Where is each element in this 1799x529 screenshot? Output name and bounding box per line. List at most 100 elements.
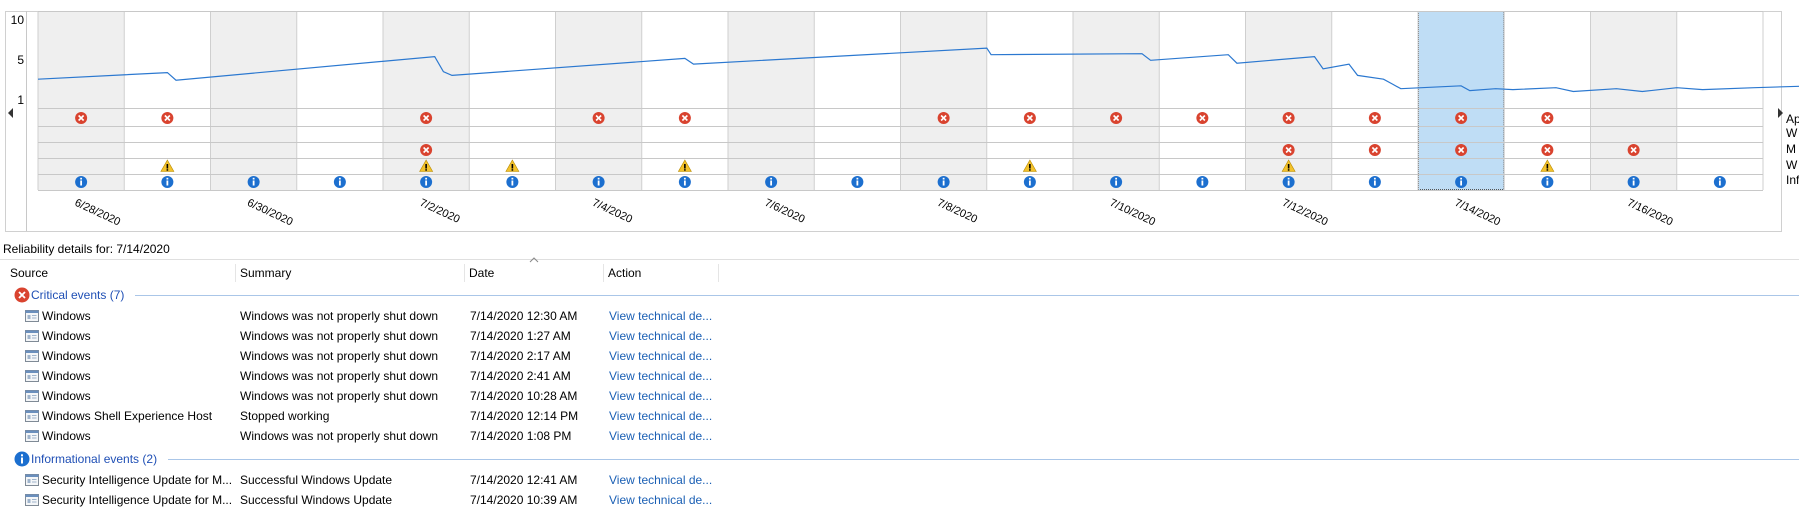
event-source-icon xyxy=(25,410,39,422)
info-icon[interactable] xyxy=(1023,176,1036,188)
info-icon[interactable] xyxy=(765,176,778,188)
view-technical-details-link[interactable]: View technical de... xyxy=(609,429,713,443)
y-tick-label: 1 xyxy=(17,93,24,107)
error-icon[interactable] xyxy=(1455,112,1468,124)
view-technical-details-link[interactable]: View technical de... xyxy=(609,409,713,423)
info-icon[interactable] xyxy=(75,176,88,188)
triangle-right-icon[interactable] xyxy=(1778,108,1783,118)
column-header-date[interactable]: Date xyxy=(465,264,604,282)
error-icon[interactable] xyxy=(1110,112,1123,124)
warning-icon[interactable] xyxy=(160,159,175,172)
summary-cell: Windows was not properly shut down xyxy=(240,329,439,343)
stability-index-line xyxy=(37,47,1799,93)
error-icon[interactable] xyxy=(1023,112,1036,124)
view-technical-details-link[interactable]: View technical de... xyxy=(609,349,713,363)
error-icon[interactable] xyxy=(1541,144,1554,156)
date-cell: 7/14/2020 12:41 AM xyxy=(470,473,578,487)
header-divider xyxy=(0,259,1799,260)
event-source-icon xyxy=(25,310,39,322)
error-icon xyxy=(14,287,30,303)
view-technical-details-link[interactable]: View technical de... xyxy=(609,369,713,383)
source-cell: Security Intelligence Update for M... xyxy=(42,473,233,487)
table-row[interactable]: Security Intelligence Update for M...Suc… xyxy=(0,490,1799,510)
info-icon[interactable] xyxy=(1541,176,1554,188)
info-icon[interactable] xyxy=(161,176,174,188)
error-icon[interactable] xyxy=(1541,112,1554,124)
error-icon[interactable] xyxy=(420,112,433,124)
error-icon[interactable] xyxy=(1455,144,1468,156)
error-icon[interactable] xyxy=(1196,112,1209,124)
error-icon[interactable] xyxy=(678,112,691,124)
warning-icon[interactable] xyxy=(1540,159,1555,172)
info-icon[interactable] xyxy=(937,176,950,188)
info-icon xyxy=(14,451,30,467)
reliability-details-heading: Reliability details for: 7/14/2020 xyxy=(3,242,170,256)
info-icon[interactable] xyxy=(678,176,691,188)
weekend-column xyxy=(210,11,297,190)
view-technical-details-link[interactable]: View technical de... xyxy=(609,329,713,343)
column-header-summary[interactable]: Summary xyxy=(236,264,465,282)
selected-day-column[interactable] xyxy=(1418,11,1505,190)
warning-icon[interactable] xyxy=(419,159,434,172)
source-cell: Security Intelligence Update for M... xyxy=(42,493,233,507)
info-icon[interactable] xyxy=(333,176,346,188)
info-icon[interactable] xyxy=(592,176,605,188)
group-label[interactable]: Critical events (7) xyxy=(31,288,125,302)
summary-cell: Windows was not properly shut down xyxy=(240,349,439,363)
column-header-action[interactable]: Action xyxy=(604,264,719,282)
warning-icon[interactable] xyxy=(1281,159,1296,172)
view-technical-details-link[interactable]: View technical de... xyxy=(609,389,713,403)
error-icon[interactable] xyxy=(420,144,433,156)
info-icon[interactable] xyxy=(1455,176,1468,188)
critical-events-group[interactable]: Critical events (7) xyxy=(10,286,1799,304)
error-icon[interactable] xyxy=(1282,144,1295,156)
error-icon[interactable] xyxy=(937,112,950,124)
info-icon[interactable] xyxy=(1368,176,1381,188)
date-cell: 7/14/2020 10:39 AM xyxy=(470,493,578,507)
legend-label-fragment: Ap xyxy=(1786,112,1799,126)
event-source-icon xyxy=(25,350,39,362)
info-icon[interactable] xyxy=(1110,176,1123,188)
info-icon[interactable] xyxy=(247,176,260,188)
info-icon[interactable] xyxy=(851,176,864,188)
date-cell: 7/14/2020 2:41 AM xyxy=(470,369,571,383)
column-header-source[interactable]: Source xyxy=(6,264,236,282)
error-icon[interactable] xyxy=(1282,112,1295,124)
warning-icon[interactable] xyxy=(1022,159,1037,172)
error-icon[interactable] xyxy=(1368,112,1381,124)
event-source-icon xyxy=(25,494,39,506)
table-row[interactable]: Security Intelligence Update for M...Suc… xyxy=(0,470,1799,490)
error-icon[interactable] xyxy=(1368,144,1381,156)
view-technical-details-link[interactable]: View technical de... xyxy=(609,473,713,487)
summary-cell: Windows was not properly shut down xyxy=(240,369,439,383)
view-technical-details-link[interactable]: View technical de... xyxy=(609,493,713,507)
info-icon[interactable] xyxy=(1282,176,1295,188)
error-icon[interactable] xyxy=(161,112,174,124)
info-icon[interactable] xyxy=(1627,176,1640,188)
info-icon[interactable] xyxy=(506,176,519,188)
group-divider xyxy=(168,459,1799,460)
error-icon[interactable] xyxy=(1627,144,1640,156)
summary-cell: Windows was not properly shut down xyxy=(240,389,439,403)
info-icon[interactable] xyxy=(1196,176,1209,188)
warning-icon[interactable] xyxy=(677,159,692,172)
info-icon[interactable] xyxy=(420,176,433,188)
error-icon[interactable] xyxy=(75,112,88,124)
informational-events-group[interactable]: Informational events (2) xyxy=(10,450,1799,468)
date-cell: 7/14/2020 1:08 PM xyxy=(470,429,572,443)
error-icon[interactable] xyxy=(592,112,605,124)
legend-label-fragment: Inf xyxy=(1786,173,1799,187)
triangle-left-icon[interactable] xyxy=(8,108,13,118)
view-technical-details-link[interactable]: View technical de... xyxy=(609,309,713,323)
info-icon[interactable] xyxy=(1713,176,1726,188)
group-label[interactable]: Informational events (2) xyxy=(31,452,158,466)
warning-icon[interactable] xyxy=(505,159,520,172)
